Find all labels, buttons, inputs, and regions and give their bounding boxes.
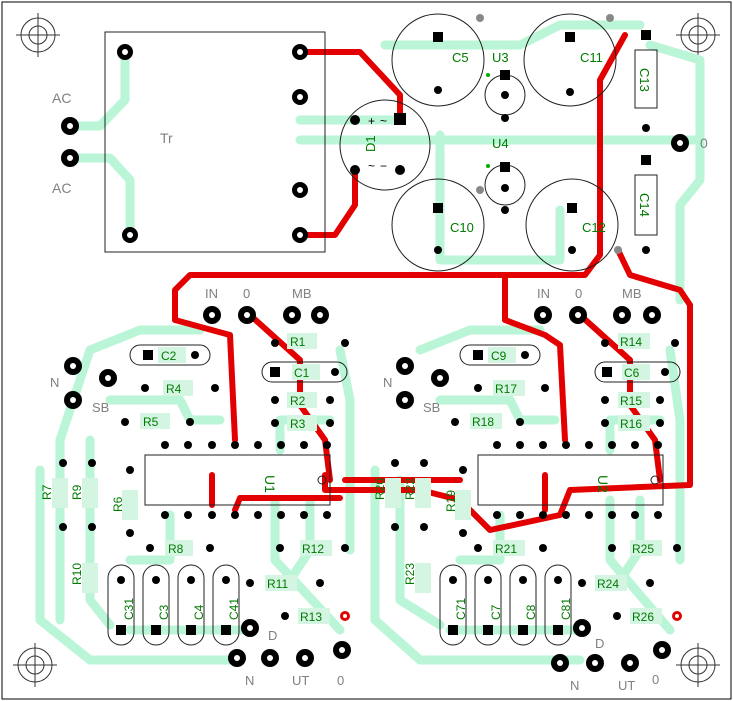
svg-text:IN: IN: [537, 286, 550, 301]
svg-text:R18: R18: [472, 415, 494, 429]
svg-text:R2: R2: [290, 394, 306, 408]
opamp-u1-label: U1: [262, 475, 278, 493]
svg-text:R8: R8: [168, 542, 184, 556]
transformer-tr: Tr: [104, 31, 326, 253]
svg-text:R17: R17: [495, 382, 517, 396]
svg-text:C9: C9: [491, 349, 507, 363]
bridge-ac-2: ~: [368, 159, 375, 173]
svg-text:R21: R21: [495, 542, 517, 556]
svg-text:UT: UT: [618, 678, 635, 693]
opamp-u2-label: U2: [595, 475, 611, 493]
ac-label-2: AC: [52, 180, 71, 196]
capacitor-c11: C11: [523, 13, 617, 107]
right-channel: IN 0 MB N SB C9 R14 C6 R15 R16 R17 R18 U…: [373, 286, 682, 693]
bridge-plus: +: [368, 114, 375, 128]
svg-text:C2: C2: [161, 349, 177, 363]
svg-text:R13: R13: [300, 610, 322, 624]
mounting-hole-tr: [676, 13, 720, 57]
regulator-u3: U3: [484, 50, 526, 122]
svg-text:C8: C8: [524, 604, 538, 620]
svg-text:0: 0: [652, 672, 659, 687]
svg-text:IN: IN: [205, 286, 218, 301]
svg-text:U4: U4: [492, 136, 509, 151]
capacitor-c13: C13: [634, 30, 658, 132]
svg-text:C11: C11: [580, 50, 603, 65]
ac-label-1: AC: [52, 90, 71, 106]
svg-text:R4: R4: [166, 382, 182, 396]
svg-text:0: 0: [243, 286, 250, 301]
svg-text:C1: C1: [294, 366, 310, 380]
regulator-u4: U4: [484, 136, 526, 214]
svg-text:UT: UT: [292, 673, 309, 688]
ground-terminal-top: 0: [671, 134, 708, 152]
copper-traces: [35, 20, 705, 665]
svg-text:R9: R9: [70, 484, 84, 500]
svg-text:C12: C12: [582, 220, 606, 235]
svg-text:R25: R25: [632, 542, 654, 556]
svg-text:SB: SB: [92, 400, 109, 415]
svg-text:R6: R6: [111, 496, 125, 512]
svg-text:C41: C41: [227, 598, 241, 620]
svg-text:R5: R5: [143, 415, 159, 429]
svg-text:MB: MB: [292, 286, 312, 301]
mounting-hole-br: [676, 643, 720, 687]
transformer-label: Tr: [160, 130, 173, 146]
svg-text:R10: R10: [70, 563, 84, 585]
svg-text:R1: R1: [290, 335, 306, 349]
svg-text:0: 0: [700, 135, 708, 151]
svg-text:R3: R3: [290, 417, 306, 431]
bridge-label: D1: [363, 135, 378, 152]
svg-text:0: 0: [575, 286, 582, 301]
svg-text:R20: R20: [373, 478, 387, 500]
bridge-rectifier-d1: D1 + ~ ~ −: [339, 99, 431, 191]
capacitor-c12: C12: [525, 178, 622, 272]
svg-text:R23: R23: [403, 563, 417, 585]
svg-text:C81: C81: [559, 598, 573, 620]
svg-text:R22: R22: [403, 478, 417, 500]
svg-text:R14: R14: [620, 335, 642, 349]
svg-text:R24: R24: [597, 577, 619, 591]
ac-terminals: AC AC: [52, 90, 79, 196]
svg-text:C10: C10: [450, 220, 474, 235]
mounting-hole-bl: [13, 643, 57, 687]
svg-text:R19: R19: [444, 490, 458, 512]
svg-text:C7: C7: [489, 604, 503, 620]
capacitor-c14: C14: [634, 155, 658, 254]
svg-text:SB: SB: [423, 400, 440, 415]
svg-text:R12: R12: [302, 542, 324, 556]
bridge-ac-1: ~: [380, 114, 387, 128]
svg-text:C14: C14: [637, 193, 652, 217]
svg-text:N: N: [570, 678, 579, 693]
svg-text:D: D: [268, 628, 277, 643]
svg-text:R15: R15: [620, 394, 642, 408]
bridge-minus: −: [380, 159, 387, 173]
svg-text:C6: C6: [624, 366, 640, 380]
svg-text:C3: C3: [157, 604, 171, 620]
svg-text:MB: MB: [622, 286, 642, 301]
left-channel: IN 0 MB N SB C2 R1 C1 R2 R3 R4 R5 U1: [40, 286, 351, 688]
svg-text:C4: C4: [192, 604, 206, 620]
capacitor-c10: C10: [391, 178, 485, 272]
svg-text:N: N: [50, 375, 59, 390]
svg-text:0: 0: [337, 673, 344, 688]
svg-text:C13: C13: [637, 68, 652, 92]
mounting-hole-tl: [16, 13, 60, 57]
svg-text:C71: C71: [454, 598, 468, 620]
svg-text:D: D: [595, 636, 604, 651]
svg-text:R16: R16: [620, 417, 642, 431]
svg-text:U3: U3: [492, 50, 509, 65]
svg-text:R11: R11: [267, 577, 288, 591]
svg-text:R26: R26: [632, 610, 654, 624]
svg-text:N: N: [383, 375, 392, 390]
svg-text:R7: R7: [40, 484, 54, 500]
capacitor-c5: C5: [391, 13, 485, 107]
svg-text:N: N: [245, 673, 254, 688]
svg-text:C31: C31: [122, 598, 136, 620]
svg-text:C5: C5: [452, 50, 469, 65]
